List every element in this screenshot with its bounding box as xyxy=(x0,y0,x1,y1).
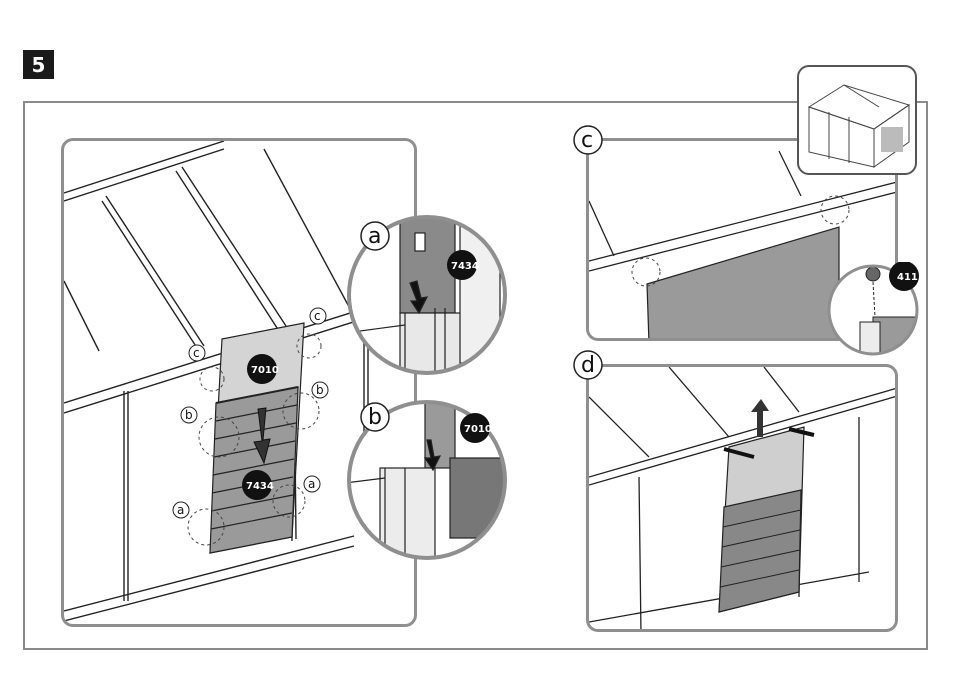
lift-up-arrow-icon xyxy=(751,399,769,437)
step-number: 5 xyxy=(32,53,46,77)
detail-a-callout: a xyxy=(359,220,391,252)
callout-c-label-1: c xyxy=(193,346,200,360)
detail-b-letter: b xyxy=(368,405,382,430)
part-number-7010: 7010 xyxy=(251,365,279,376)
detail-d-illustration xyxy=(589,367,898,632)
callout-c-label-2: c xyxy=(314,309,321,323)
detail-d-panel xyxy=(586,364,898,632)
part-number-7434: 7434 xyxy=(246,481,274,492)
detail-c-screw-zoom: 411 xyxy=(818,262,928,357)
step-number-badge: 5 xyxy=(23,50,54,79)
greenhouse-icon xyxy=(799,67,915,173)
detail-c-part-number: 411 xyxy=(897,272,918,283)
detail-a-part-number: 7434 xyxy=(451,261,479,272)
callout-a-label-1: a xyxy=(177,503,184,517)
greenhouse-overview-thumbnail xyxy=(797,65,917,175)
detail-a-letter: a xyxy=(368,224,381,249)
detail-d-letter: d xyxy=(581,353,595,378)
detail-b-callout: b xyxy=(359,401,391,433)
detail-c-callout: c xyxy=(572,124,604,156)
callout-b-label-2: b xyxy=(316,383,324,397)
detail-d-callout: d xyxy=(572,349,604,381)
callout-a-label-2: a xyxy=(308,477,315,491)
callout-b-label-1: b xyxy=(185,408,193,422)
detail-c-letter: c xyxy=(581,128,593,153)
detail-b-part-number: 7010 xyxy=(464,424,492,435)
